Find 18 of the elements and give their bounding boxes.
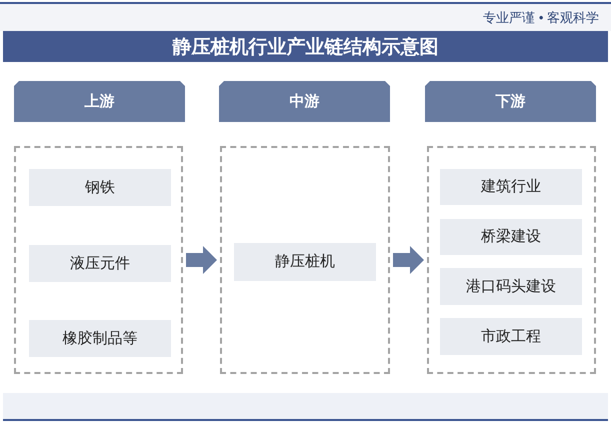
block-arrow: [393, 246, 424, 274]
industry-item-box: 建筑行业: [440, 169, 582, 205]
title-banner: 静压桩机行业产业链结构示意图: [3, 31, 608, 62]
industry-item-box: 橡胶制品等: [29, 320, 171, 357]
dashed-group-box: [427, 146, 596, 374]
industry-item-box: 港口码头建设: [440, 268, 582, 305]
industry-item-box: 桥梁建设: [440, 219, 582, 255]
slogan-text: 专业严谨 • 客观科学: [483, 9, 599, 26]
dashed-group-box: [14, 146, 183, 374]
dashed-group-box: [220, 146, 390, 374]
stage-header: 中游: [219, 81, 390, 122]
industry-item-box: 市政工程: [440, 318, 582, 355]
industry-item-box: 静压桩机: [234, 243, 376, 281]
stage-header: 上游: [14, 81, 185, 122]
industry-item-box: 液压元件: [29, 245, 171, 282]
stage-header: 下游: [425, 81, 596, 122]
industry-item-box: 钢铁: [29, 169, 171, 206]
block-arrow: [186, 246, 217, 274]
